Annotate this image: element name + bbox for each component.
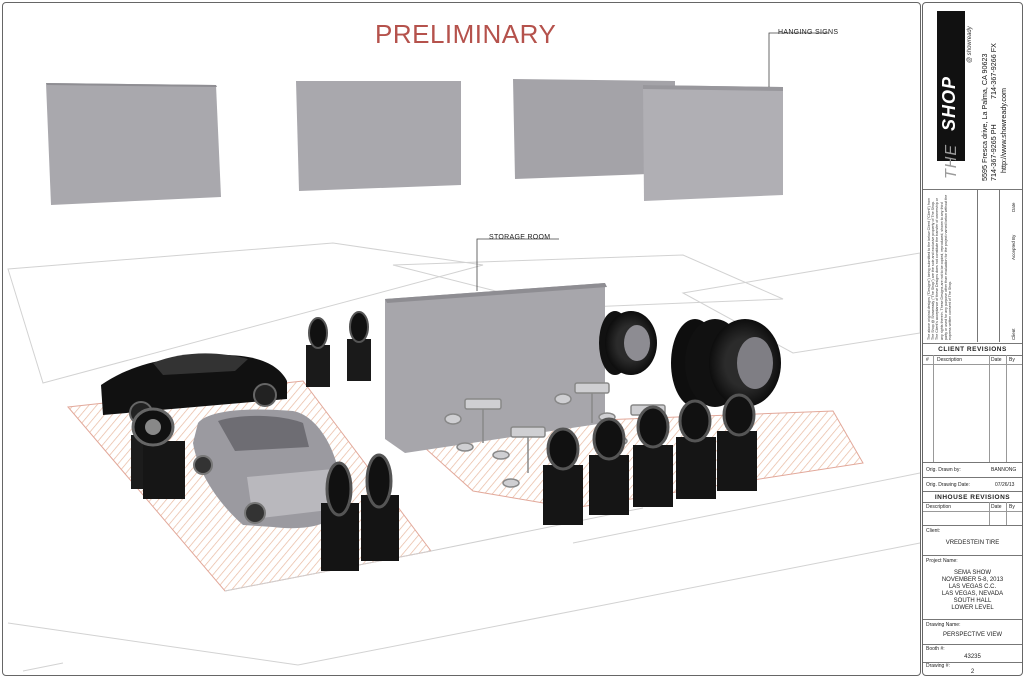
client-rev-col-description: Description bbox=[937, 357, 963, 363]
logo-the: THE bbox=[943, 144, 960, 179]
hanging-sign-1 bbox=[46, 83, 221, 205]
project-line-2: NOVEMBER 5-8, 2013 bbox=[941, 577, 1004, 583]
client-label: Client: bbox=[926, 528, 941, 534]
company-address: 5595 Fresca drive, La Palma, CA 90623 bbox=[980, 53, 989, 181]
company-logo bbox=[937, 11, 965, 161]
tire-pedestals bbox=[131, 311, 757, 571]
inhouse-rev-col-description: Description bbox=[926, 504, 952, 510]
storage-room-callout: STORAGE ROOM bbox=[489, 234, 551, 241]
pedestal-unit bbox=[131, 407, 185, 499]
pedestal-unit bbox=[543, 427, 583, 525]
client-approval-label: Client bbox=[1011, 328, 1016, 340]
project-line-6: LOWER LEVEL bbox=[951, 605, 994, 611]
perspective-view bbox=[7, 32, 920, 672]
client-value: VREDESTEIN TIRE bbox=[945, 540, 1000, 546]
car-black bbox=[101, 353, 287, 425]
inhouse-rev-col-date: Date bbox=[991, 504, 1002, 510]
pedestal-unit bbox=[306, 317, 330, 387]
pedestal-unit bbox=[717, 393, 757, 491]
title-block: THE SHOP @ showready 5595 Fresca drive, … bbox=[922, 2, 1023, 676]
approval-date-label: Date bbox=[1011, 202, 1016, 212]
disclaimer-section: The above original designs ("Designs") b… bbox=[923, 189, 1022, 342]
project-line-5: SOUTH HALL bbox=[953, 598, 992, 604]
drawing-number-section: Drawing #: 2 bbox=[923, 662, 1022, 675]
callout-leaders bbox=[476, 32, 829, 291]
booth-section: Booth #: 43235 bbox=[923, 644, 1022, 663]
project-line-4: LAS VEGAS, NEVADA bbox=[941, 591, 1004, 597]
car-silver bbox=[193, 409, 339, 529]
tire-stack-2 bbox=[671, 319, 781, 407]
logo-tagline: @ showready bbox=[967, 26, 973, 63]
project-line-3: LAS VEGAS C.C. bbox=[948, 584, 997, 590]
hanging-signs-callout: HANGING SIGNS bbox=[778, 29, 839, 36]
company-phone: 714-367-9265 PH bbox=[989, 124, 998, 181]
logo-shop: SHOP bbox=[939, 75, 959, 131]
cafe-furniture bbox=[444, 382, 666, 488]
pedestal-unit bbox=[361, 453, 399, 561]
company-website: http://www.showready.com bbox=[999, 88, 1008, 173]
project-label: Project Name: bbox=[926, 558, 958, 564]
orig-drawn-by-value: BANNONG bbox=[991, 467, 1017, 473]
orig-drawn-by-row: Orig. Drawn by: BANNONG bbox=[923, 462, 1022, 477]
inhouse-revisions-title: INHOUSE REVISIONS bbox=[934, 494, 1011, 501]
orig-drawn-by-label: Orig. Drawn by: bbox=[926, 467, 961, 473]
disclaimer-text: The above original designs ("Designs") b… bbox=[927, 194, 953, 340]
project-line-1: SEMA SHOW bbox=[953, 570, 991, 576]
hanging-sign-3 bbox=[513, 79, 675, 179]
drawing-name-value: PERSPECTIVE VIEW bbox=[942, 632, 1002, 638]
tire-stack-1 bbox=[599, 311, 657, 375]
drawing-name-section: Drawing Name: PERSPECTIVE VIEW bbox=[923, 619, 1022, 644]
inhouse-revisions-section: INHOUSE REVISIONS Description Date By bbox=[923, 491, 1022, 526]
pedestal-unit bbox=[347, 311, 371, 381]
drawing-name-label: Drawing Name: bbox=[926, 622, 961, 628]
drawing-number-label: Drawing #: bbox=[926, 663, 950, 669]
pedestal-unit bbox=[321, 461, 359, 571]
hanging-sign-2 bbox=[296, 81, 461, 191]
drawing-number-value: 2 bbox=[970, 669, 975, 675]
client-rev-col-number: # bbox=[926, 357, 929, 363]
booth-label: Booth #: bbox=[926, 646, 945, 652]
project-section: Project Name: SEMA SHOW NOVEMBER 5-8, 20… bbox=[923, 555, 1022, 620]
pedestal-unit bbox=[589, 417, 629, 515]
orig-drawing-date-row: Orig. Drawing Date: 07/26/13 bbox=[923, 477, 1022, 492]
hanging-sign-4 bbox=[643, 85, 783, 201]
company-header: THE SHOP @ showready 5595 Fresca drive, … bbox=[923, 3, 1022, 188]
inhouse-rev-col-by: By bbox=[1009, 504, 1015, 510]
preliminary-stamp: PRELIMINARY bbox=[375, 19, 557, 49]
accepted-by-label: Accepted By bbox=[1011, 234, 1016, 260]
client-revisions-title: CLIENT REVISIONS bbox=[938, 346, 1007, 353]
hanging-signs bbox=[46, 79, 783, 205]
drawing-area: PRELIMINARY HANGING SIGNS STORAGE ROOM bbox=[2, 2, 921, 676]
storage-room bbox=[385, 283, 607, 453]
client-revisions-section: CLIENT REVISIONS # Description Date By bbox=[923, 343, 1022, 462]
booth-value: 43235 bbox=[964, 654, 981, 660]
client-rev-col-by: By bbox=[1009, 357, 1015, 363]
client-section: Client: VREDESTEIN TIRE bbox=[923, 525, 1022, 554]
client-rev-col-date: Date bbox=[991, 357, 1002, 363]
orig-drawing-date-value: 07/26/13 bbox=[995, 482, 1015, 488]
pedestal-unit bbox=[676, 399, 716, 499]
pedestal-unit bbox=[633, 405, 673, 507]
orig-drawing-date-label: Orig. Drawing Date: bbox=[926, 482, 970, 488]
company-fax: 714-367-9266 FX bbox=[989, 43, 998, 99]
